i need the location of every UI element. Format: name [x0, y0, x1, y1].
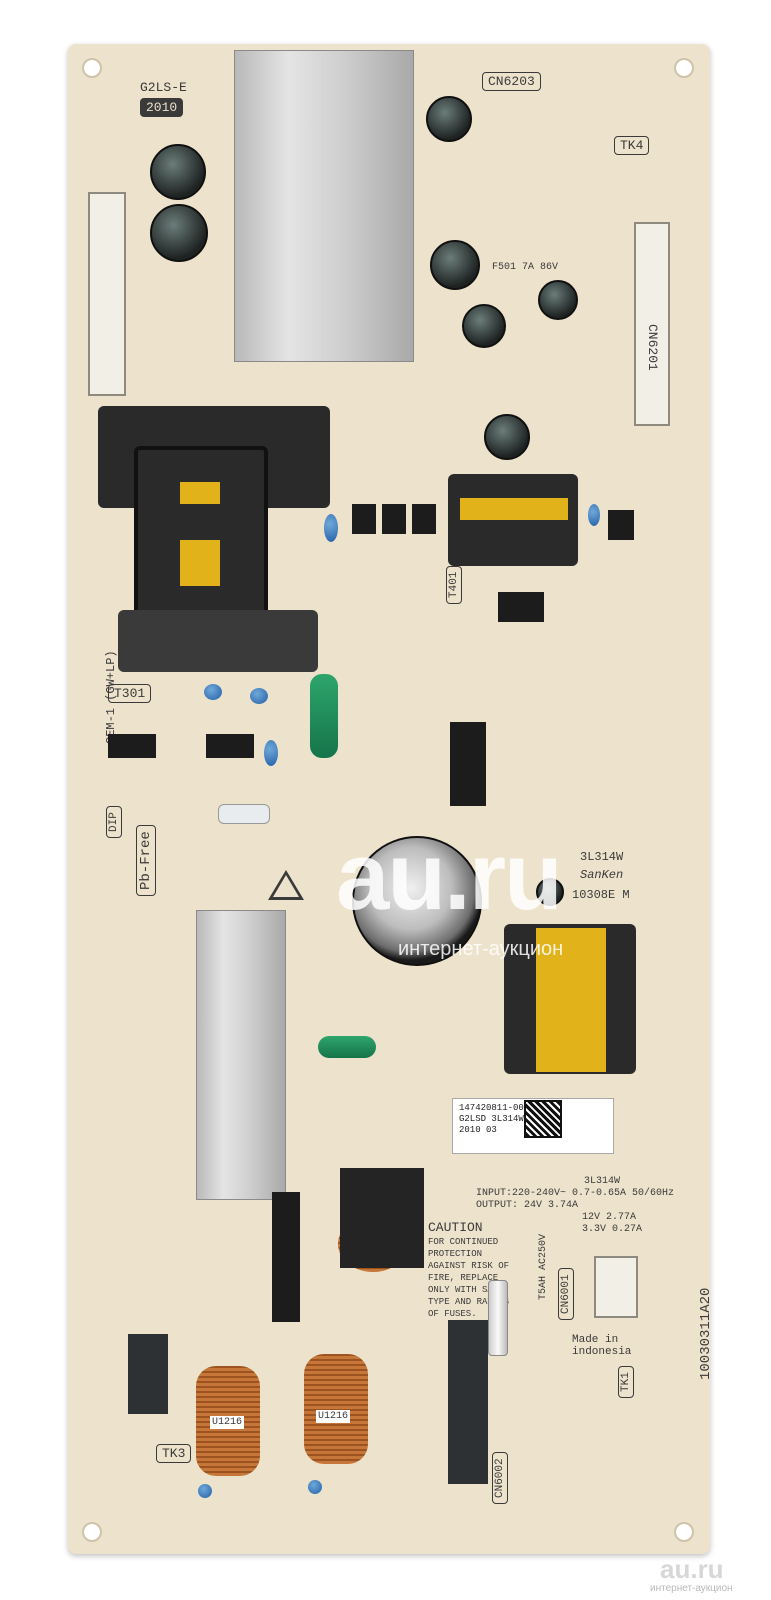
fuse: [488, 1280, 508, 1356]
t401-label: T401: [446, 565, 462, 604]
electrolytic-capacitor: [430, 240, 480, 290]
sticker-line2: G2LSD 3L314W: [459, 1114, 524, 1124]
transformer-t401: [448, 474, 578, 566]
tk3-label: TK3: [156, 1444, 192, 1463]
fuse-f501-label: F501 7A 86V: [492, 262, 559, 273]
sticker-line3: 2010 03: [459, 1125, 497, 1135]
cem-label: CEM-1 (GW+LP): [104, 650, 118, 744]
ceramic-capacitor: [588, 504, 600, 526]
tk1-label: TK1: [618, 1366, 634, 1398]
dip-label: DIP: [106, 806, 122, 838]
ceramic-capacitor: [324, 514, 338, 542]
year-label: 2010: [140, 98, 184, 117]
electrolytic-capacitor: [536, 878, 564, 906]
ic-date-label: 10308E M: [572, 888, 630, 902]
transformer-core: [180, 482, 220, 504]
heatsink-bottom: [196, 910, 286, 1200]
connector-cn6001: [594, 1256, 638, 1318]
resistor-r301: [218, 804, 270, 824]
transformer-core: [536, 928, 606, 1072]
watermark-center: au.ru: [336, 823, 563, 930]
optocoupler-ic: [608, 510, 634, 540]
watermark-center-sub: интернет-аукцион: [398, 938, 564, 960]
transistor-q301: [108, 734, 156, 758]
fuse-rating-label: T5AH AC250V: [538, 1233, 549, 1300]
relay-block: [340, 1168, 424, 1268]
sticker-line1: 147420811-00587424: [459, 1103, 557, 1113]
spec-model: 3L314W: [584, 1176, 621, 1187]
electrolytic-capacitor: [462, 304, 506, 348]
cn6002-label: CN6002: [492, 1452, 508, 1504]
cn6201-label: CN6201: [645, 324, 660, 371]
qr-code: [524, 1100, 562, 1138]
ic-brand-label: SanKen: [580, 868, 624, 882]
ic-code-label: 3L314W: [580, 850, 624, 864]
bridge-rectifier: [272, 1192, 300, 1322]
spec-output-3v3: 3.3V 0.27A: [582, 1224, 643, 1235]
mounting-hole: [674, 1522, 694, 1542]
made-in-label: Made in indonesia: [572, 1334, 632, 1358]
high-voltage-warning-icon: [268, 870, 304, 900]
optocoupler-ic: [412, 504, 436, 534]
electrolytic-capacitor: [484, 414, 530, 460]
t301-label: T301: [108, 684, 152, 703]
optocoupler-ic: [382, 504, 406, 534]
cn6203-label: CN6203: [482, 72, 541, 91]
spec-input: INPUT:220-240V~ 0.7-0.65A 50/60Hz: [476, 1188, 675, 1199]
transformer-core: [180, 540, 220, 586]
connector-left-cn: [88, 192, 126, 396]
coil-label: U1216: [316, 1410, 351, 1423]
spec-output-12v: 12V 2.77A: [582, 1212, 637, 1223]
ceramic-capacitor: [204, 684, 222, 700]
electrolytic-capacitor: [150, 204, 208, 262]
electrolytic-capacitor: [150, 144, 206, 200]
caution-text: FOR CONTINUED PROTECTION AGAINST RISK OF…: [428, 1237, 510, 1319]
film-capacitor: [318, 1036, 376, 1058]
pcb-board: G2LS-E 2010 CN6203 TK4 F501 7A 86V CN620…: [68, 44, 710, 1554]
common-mode-choke: [304, 1354, 368, 1464]
optocoupler-ic: [352, 504, 376, 534]
ceramic-capacitor: [198, 1484, 212, 1498]
x-capacitor: [128, 1334, 168, 1414]
transistor-q302: [206, 734, 254, 758]
ceramic-capacitor: [264, 740, 278, 766]
electrolytic-capacitor: [426, 96, 472, 142]
ic-z301: [450, 722, 486, 806]
tk4-label: TK4: [614, 136, 650, 155]
spec-output-24v: OUTPUT: 24V 3.74A: [476, 1200, 579, 1211]
pb-free-label: Pb-Free: [136, 825, 156, 896]
ceramic-capacitor: [250, 688, 268, 704]
watermark-corner-sub: интернет-аукцион: [650, 1583, 733, 1594]
watermark-corner: au.ru: [660, 1554, 724, 1584]
heatsink-top: [234, 50, 414, 362]
coil-label: U1216: [210, 1416, 245, 1429]
cn6001-label: CN6001: [558, 1268, 574, 1320]
transformer-core: [460, 498, 568, 520]
model-label: G2LS-E: [140, 80, 187, 95]
mounting-hole: [674, 58, 694, 78]
transformer-t301-base: [118, 610, 318, 672]
ic-z401: [498, 592, 544, 622]
connector-cn6201: [634, 222, 670, 426]
transformer-t301-body: [134, 446, 268, 624]
vertical-code-label: 10030311A20: [698, 1287, 710, 1380]
caution-title: CAUTION: [428, 1220, 483, 1235]
mounting-hole: [82, 1522, 102, 1542]
bulk-capacitor: [352, 836, 482, 966]
electrolytic-capacitor: [538, 280, 578, 320]
ceramic-capacitor: [308, 1480, 322, 1494]
film-capacitor: [310, 674, 338, 758]
mounting-hole: [82, 58, 102, 78]
x-capacitor: [448, 1320, 488, 1484]
